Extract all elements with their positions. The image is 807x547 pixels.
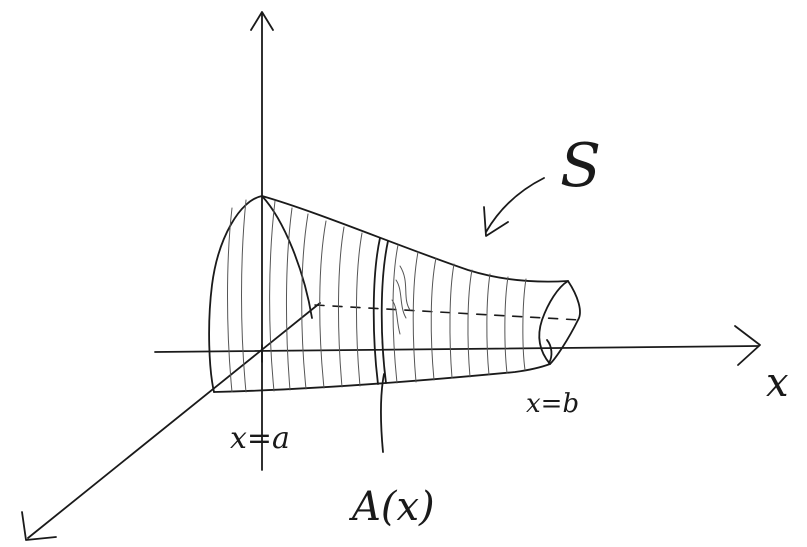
solid-left-cap-inner — [261, 195, 313, 319]
x-axis-arrowhead — [734, 325, 761, 366]
solid-pointer-arrow — [485, 177, 545, 233]
solid-pointer-arrowhead — [483, 206, 509, 237]
x-axis-label: x — [766, 360, 789, 406]
left-bound-label: x=a — [230, 421, 290, 456]
right-bound-label: x=b — [526, 389, 579, 419]
x-axis — [154, 345, 759, 353]
depth-axis-arrowhead — [21, 511, 57, 541]
hidden-axis-line — [314, 304, 581, 321]
solid-right-end-outline — [538, 280, 581, 365]
cross-section-label: A(x) — [348, 484, 435, 530]
cross-section-slice — [372, 237, 389, 385]
tick-b — [546, 339, 553, 364]
cross-section-pointer — [379, 373, 385, 453]
solid-label: S — [560, 131, 601, 201]
solid-top-edge — [261, 195, 569, 283]
vertical-axis-arrowhead — [250, 11, 274, 31]
slice-hatching — [227, 199, 527, 393]
solid-bottom-edge — [213, 363, 551, 393]
depth-axis — [27, 302, 321, 539]
solid-left-end-outline — [208, 195, 263, 393]
cross-section-shading — [391, 265, 411, 335]
